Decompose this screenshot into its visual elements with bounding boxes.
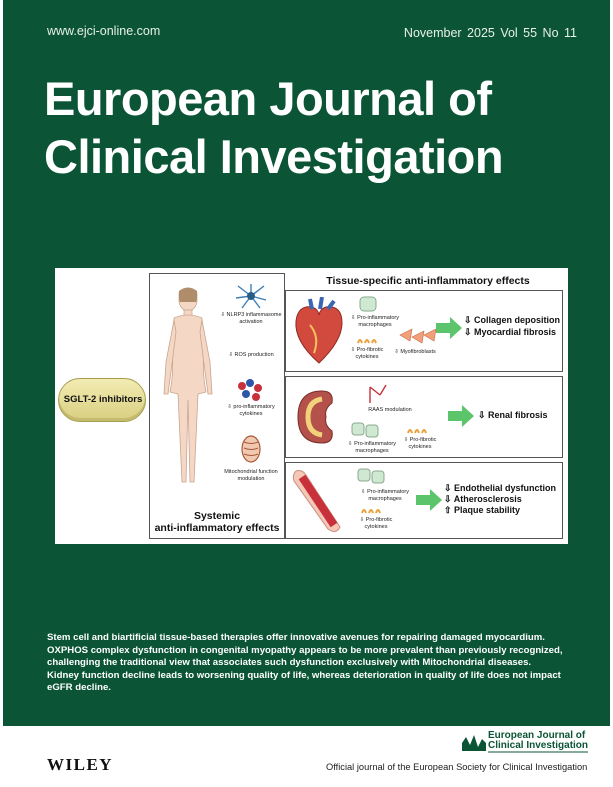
tissue-effects-title: Tissue-specific anti-inflammatory effect… xyxy=(326,275,530,287)
heart-effect-1: ⇩ Collagen deposition xyxy=(464,315,561,325)
vessel-cytokine-icon xyxy=(361,509,381,514)
journal-logo-rule xyxy=(488,751,588,753)
journal-title: European Journal of Clinical Investigati… xyxy=(44,70,584,186)
vessel-effect-2: ⇩ Atherosclerosis xyxy=(444,494,522,504)
journal-logo-line2: Clinical Investigation xyxy=(488,740,589,751)
heart-panel: ⇩ Pro-inflammatory macrophages ⇩ Pro-fib… xyxy=(285,290,563,372)
systemic-title: Systemic anti-inflammatory effects xyxy=(150,510,284,534)
raas-icon xyxy=(369,384,387,403)
official-journal-note: Official journal of the European Society… xyxy=(326,762,588,772)
raas-label: RAAS modulation xyxy=(368,407,412,413)
journal-logo-icon xyxy=(462,735,486,751)
heart-arrow-icon xyxy=(436,317,462,339)
vessel-cytokines-label: ⇩ Pro-fibrotic cytokines xyxy=(359,517,393,530)
journal-website: www.ejci-online.com xyxy=(47,24,161,38)
systemic-title-line2: anti-inflammatory effects xyxy=(154,522,280,534)
kidney-icon xyxy=(297,390,333,444)
journal-title-line1: European Journal of xyxy=(44,72,492,125)
highlight-3: Kidney function decline leads to worseni… xyxy=(47,669,561,694)
cytokines-label: ⇩ pro-inflammatory cytokines xyxy=(227,404,275,417)
vessel-arrow-icon xyxy=(416,489,442,511)
blood-vessel-icon xyxy=(292,470,341,533)
kidney-arrow-icon xyxy=(448,405,474,427)
vessel-macrophages-label: ⇩ Pro-inflammatory macrophages xyxy=(360,489,409,502)
cytokines-icon xyxy=(238,379,262,401)
myofibroblast-icon xyxy=(399,328,437,344)
vessel-panel: ⇩ Pro-inflammatory macrophages ⇩ Pro-fib… xyxy=(285,462,563,539)
journal-logo-line1: European Journal of xyxy=(488,730,586,741)
heart-macrophages-label: ⇩ Pro-inflammatory macrophages xyxy=(350,315,399,328)
cover-highlights: Stem cell and biartificial tissue-based … xyxy=(47,632,577,695)
kidney-panel: RAAS modulation ⇩ Pro-inflammatory macro… xyxy=(285,376,563,458)
kidney-cytokine-icon xyxy=(407,429,427,434)
mitochondrial-label: Mitochondrial function modulation xyxy=(224,469,278,482)
issue-info: November 2025 Vol 55 No 11 xyxy=(403,26,577,40)
highlight-2: OXPHOS complex dysfunction in congenital… xyxy=(47,644,563,669)
macrophage-icon xyxy=(359,296,377,312)
ros-label: ⇩ ROS production xyxy=(228,352,274,358)
heart-icon xyxy=(295,297,343,364)
kidney-macrophage-icon xyxy=(351,422,379,438)
nlrp3-inflammasome-icon xyxy=(235,284,267,309)
publisher-logo: WILEY xyxy=(47,755,114,774)
cytokine-wave-icon xyxy=(357,339,377,344)
vessel-effect-3: ⇧ Plaque stability xyxy=(444,505,521,515)
human-body-icon xyxy=(163,287,213,483)
heart-effect-2: ⇩ Myocardial fibrosis xyxy=(464,327,557,337)
journal-title-line2: Clinical Investigation xyxy=(44,130,504,183)
sglt2-pill-icon: SGLT-2 inhibitors xyxy=(58,378,146,422)
graphical-abstract: SGLT-2 inhibitors ⇩ NLRP3 inflammasome a… xyxy=(55,268,568,544)
highlight-1: Stem cell and biartificial tissue-based … xyxy=(47,632,545,643)
drug-label: SGLT-2 inhibitors xyxy=(63,394,143,405)
systemic-title-line1: Systemic xyxy=(193,510,241,522)
mitochondria-icon xyxy=(241,435,261,463)
systemic-effects-panel: ⇩ NLRP3 inflammasome activation ⇩ ROS pr… xyxy=(149,273,285,539)
nlrp3-label: ⇩ NLRP3 inflammasome activation xyxy=(220,312,282,325)
vessel-effect-1: ⇩ Endothelial dysfunction xyxy=(444,483,557,493)
kidney-cytokines-label: ⇩ Pro-fibrotic cytokines xyxy=(403,437,437,450)
kidney-macrophages-label: ⇩ Pro-inflammatory macrophages xyxy=(347,441,396,454)
heart-cytokines-label: ⇩ Pro-fibrotic cytokines xyxy=(350,347,384,360)
heart-myofibroblasts-label: ⇩ Myofibroblasts xyxy=(394,349,436,355)
kidney-effect-1: ⇩ Renal fibrosis xyxy=(478,410,548,420)
vessel-macrophage-icon xyxy=(357,468,385,484)
